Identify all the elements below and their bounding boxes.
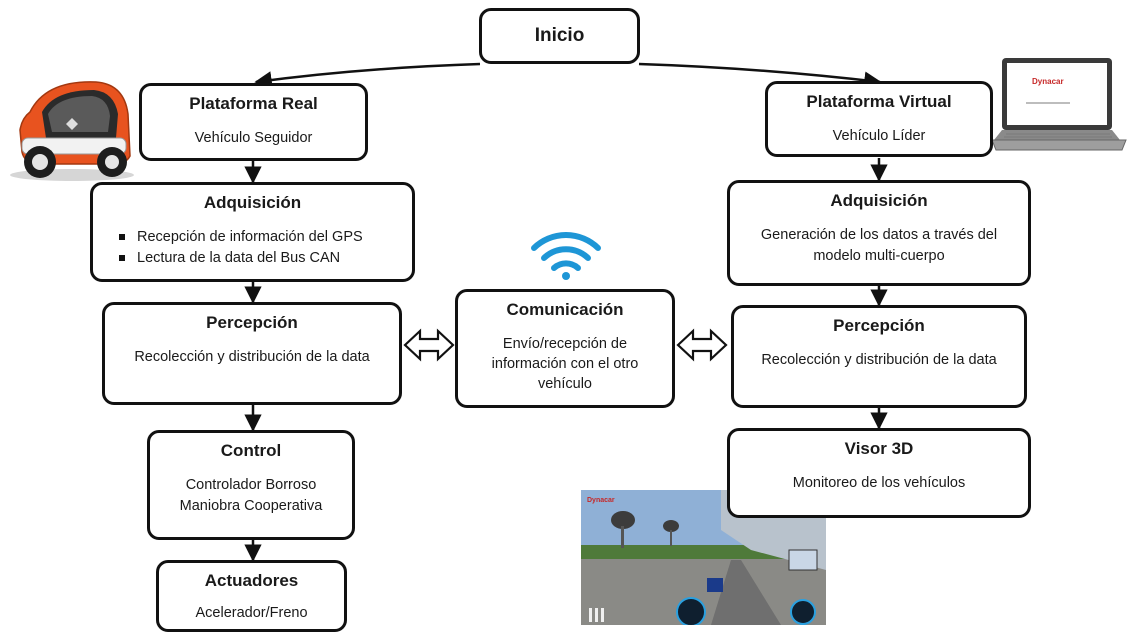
control-line: Controlador Borroso: [185, 477, 317, 493]
double-arrow-right: [676, 328, 728, 362]
node-comunicacion-text: Envío/recepción de información con el ot…: [491, 336, 639, 392]
node-adquisicion-virtual-text: Generación de los datos a través del mod…: [760, 227, 998, 264]
node-percepcion-real-text: Recolección y distribución de la data: [134, 349, 370, 365]
node-plataforma-real: Plataforma Real Vehículo Seguidor: [139, 83, 368, 161]
node-percepcion-virtual-text: Recolección y distribución de la data: [761, 352, 997, 368]
node-plataforma-virtual-text: Vehículo Líder: [832, 128, 926, 144]
node-plataforma-virtual: Plataforma Virtual Vehículo Líder: [765, 81, 993, 157]
node-visor-3d-text: Monitoreo de los vehículos: [792, 475, 966, 491]
list-item: Lectura de la data del Bus CAN: [119, 248, 412, 269]
wifi-icon: [531, 232, 601, 280]
node-actuadores-title: Actuadores: [204, 571, 299, 590]
node-comunicacion-title: Comunicación: [506, 300, 624, 319]
node-visor-3d: Visor 3D Monitoreo de los vehículos: [727, 428, 1031, 518]
node-plataforma-virtual-title: Plataforma Virtual: [806, 92, 952, 111]
node-adquisicion-virtual-title: Adquisición: [830, 191, 928, 210]
arrow-inicio-to-real: [254, 62, 481, 89]
node-control: Control Controlador Borroso Maniobra Coo…: [147, 430, 355, 540]
node-percepcion-real: Percepción Recolección y distribución de…: [102, 302, 402, 405]
node-control-text: Controlador Borroso Maniobra Cooperativa: [150, 475, 352, 517]
node-adquisicion-real: Adquisición Recepción de información del…: [90, 182, 415, 282]
electric-car-icon: [10, 81, 134, 181]
double-arrow-left: [403, 328, 455, 362]
node-percepcion-virtual: Percepción Recolección y distribución de…: [731, 305, 1027, 408]
node-inicio-title: Inicio: [534, 25, 585, 46]
node-comunicacion: Comunicación Envío/recepción de informac…: [455, 289, 675, 408]
node-actuadores: Actuadores Acelerador/Freno: [156, 560, 347, 632]
node-visor-3d-title: Visor 3D: [844, 439, 914, 458]
laptop-logo: Dynacar: [1032, 77, 1064, 86]
simulator-screenshot: Dynacar: [581, 490, 826, 625]
node-adquisicion-real-title: Adquisición: [203, 193, 302, 212]
node-plataforma-real-title: Plataforma Real: [189, 94, 318, 113]
node-percepcion-virtual-title: Percepción: [833, 316, 925, 335]
node-control-title: Control: [220, 441, 282, 460]
node-actuadores-text: Acelerador/Freno: [195, 605, 308, 621]
node-inicio: Inicio: [479, 8, 640, 64]
list-item: Recepción de información del GPS: [119, 227, 412, 248]
node-percepcion-real-title: Percepción: [206, 313, 298, 332]
sim-logo: Dynacar: [587, 497, 615, 504]
node-adquisicion-virtual: Adquisición Generación de los datos a tr…: [727, 180, 1031, 286]
laptop-icon: Dynacar: [992, 58, 1127, 151]
node-plataforma-real-text: Vehículo Seguidor: [194, 130, 313, 146]
arrow-inicio-to-virtual: [638, 62, 882, 89]
control-line: Maniobra Cooperativa: [179, 498, 323, 514]
node-adquisicion-real-list: Recepción de información del GPS Lectura…: [93, 227, 412, 269]
